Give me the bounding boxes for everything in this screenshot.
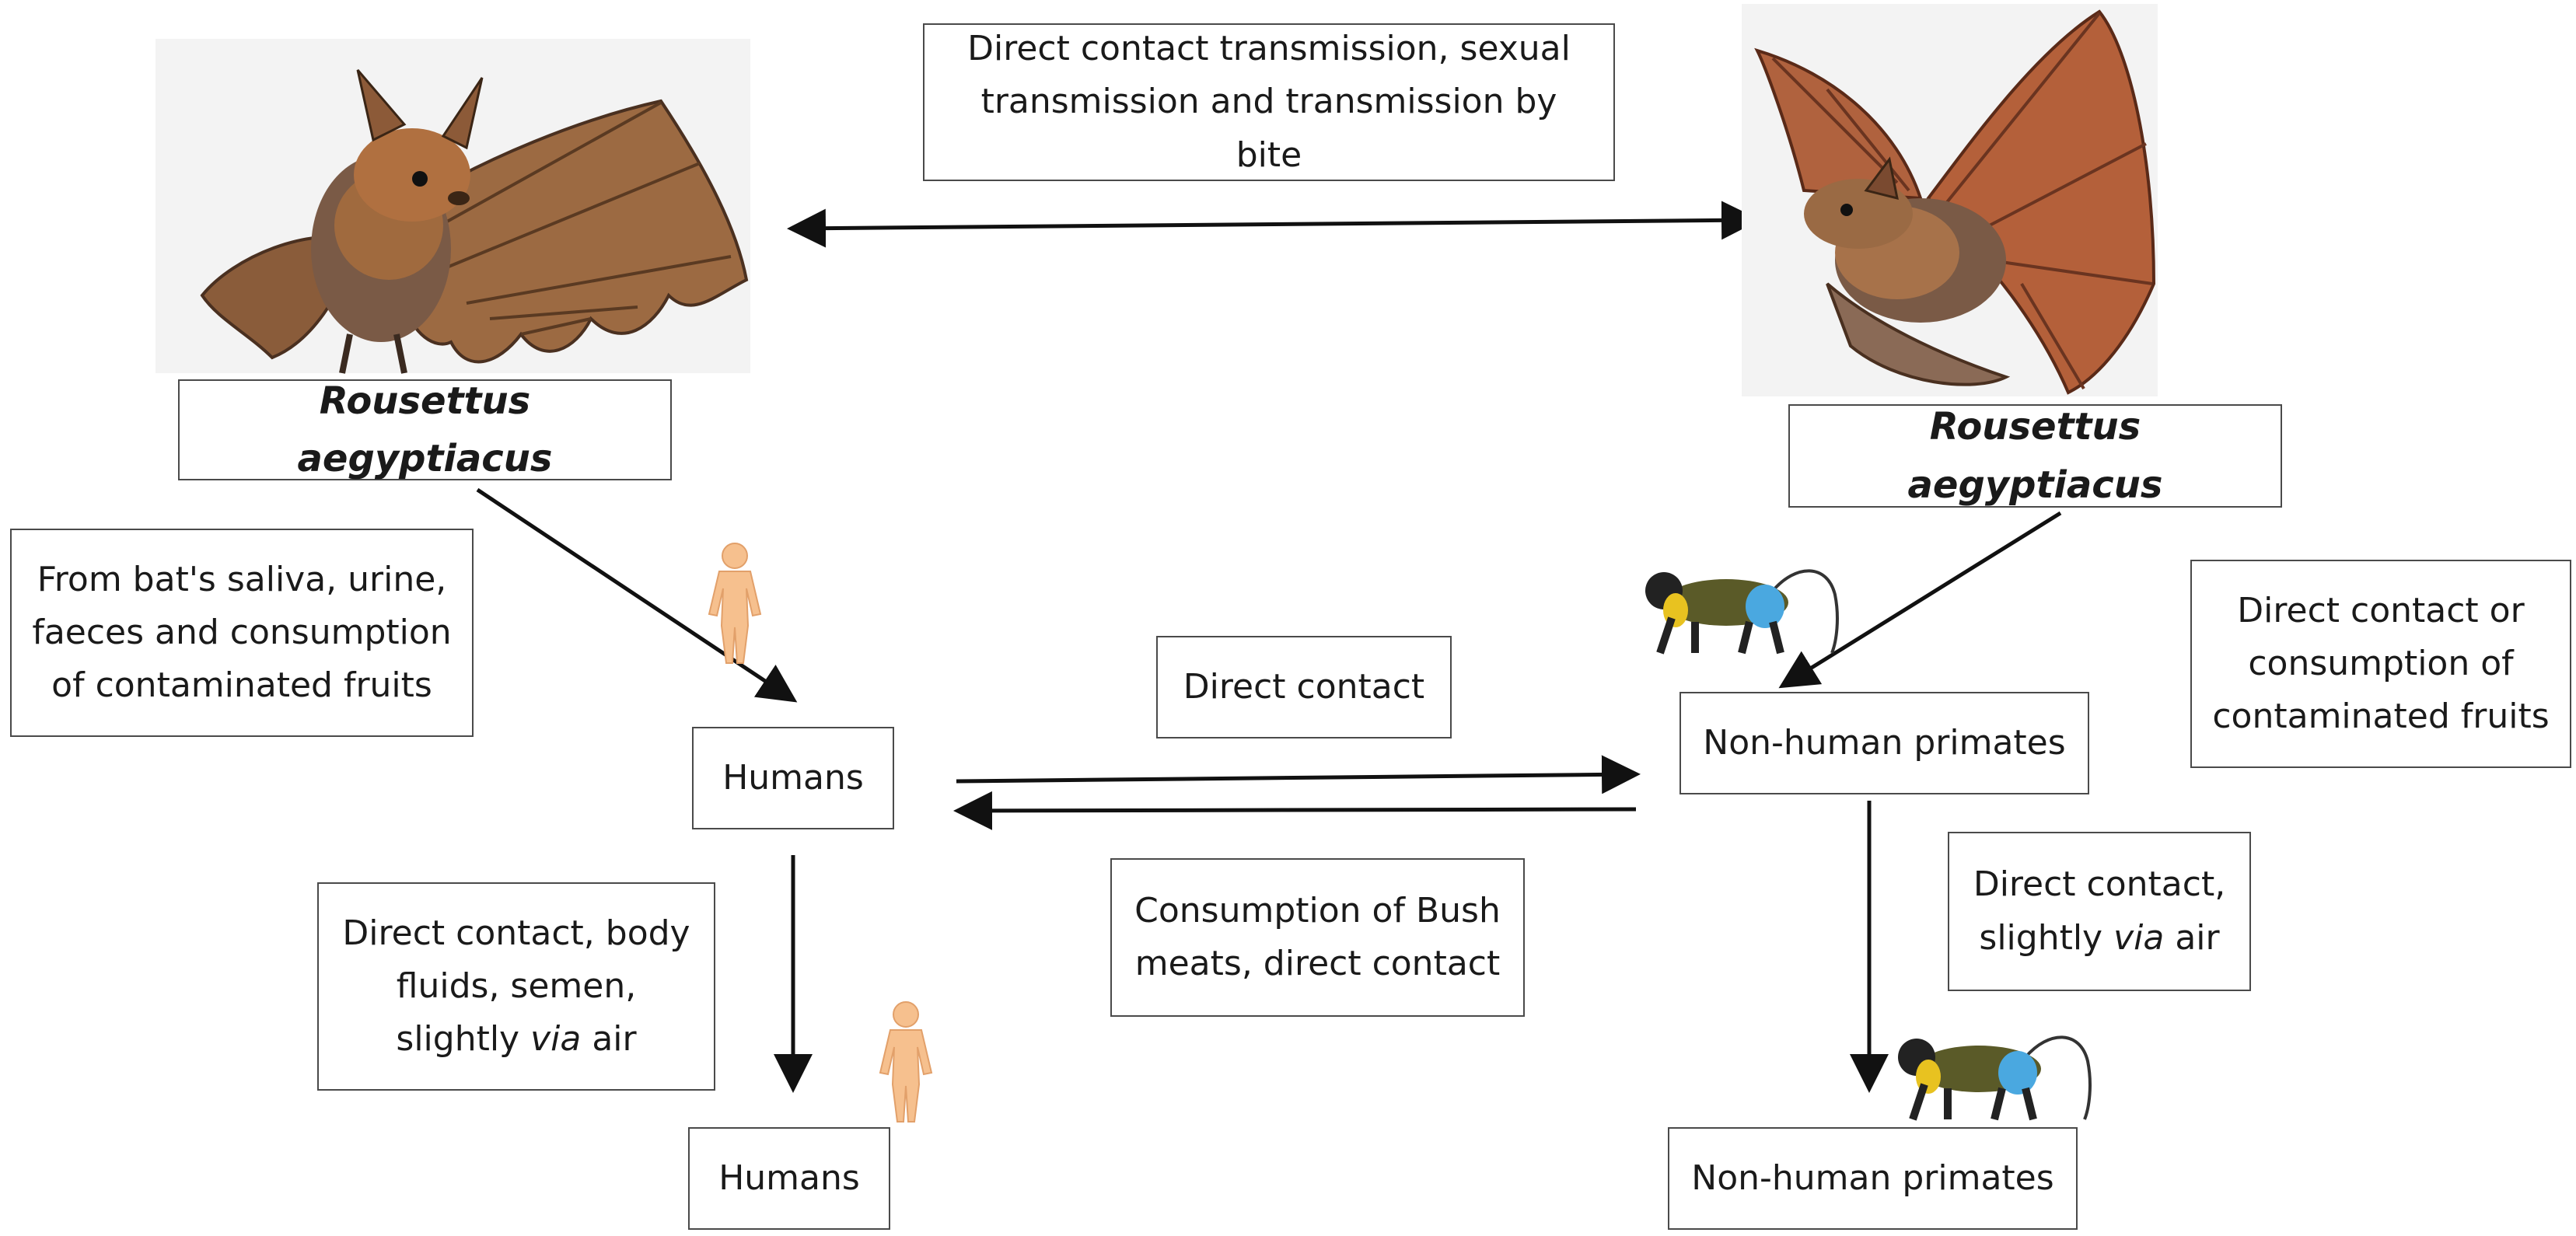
human-figure-icon (879, 1001, 933, 1123)
edge-label-italic: via (2113, 917, 2165, 958)
node-label: Rousettus aegyptiacus (1907, 405, 2163, 507)
arrow-primates-to-humans (953, 791, 1637, 830)
edge-label-line: Direct contact, (1973, 864, 2226, 905)
node-humans-bottom: Humans (688, 1127, 890, 1230)
edge-label-bat-to-bat: Direct contact transmission, sexual tran… (923, 23, 1615, 181)
edge-label-line: faeces and consumption (32, 612, 452, 652)
node-bat-right: Rousettus aegyptiacus (1788, 404, 2282, 508)
node-bat-left: Rousettus aegyptiacus (178, 379, 672, 480)
node-label: Humans (722, 757, 864, 798)
edge-label-line: Direct contact, body (342, 913, 690, 953)
node-label: Non-human primates (1691, 1157, 2054, 1198)
edge-label-bat-to-humans: From bat's saliva, urine, faeces and con… (10, 529, 474, 737)
edge-label-line: Consumption of Bush (1134, 890, 1501, 930)
edge-label-primates-to-primates: Direct contact, slightly via air (1948, 832, 2251, 991)
edge-label-text: air (2164, 917, 2220, 958)
bat-illustration (156, 39, 750, 374)
edge-label-italic: via (530, 1019, 582, 1060)
human-figure-icon (708, 543, 762, 664)
edge-label-line: contaminated fruits (2212, 697, 2550, 737)
monkey-icon (1645, 569, 1839, 655)
edge-label-text: air (581, 1019, 637, 1060)
edge-label-line: fluids, semen, (396, 965, 637, 1006)
edge-label-line: meats, direct contact (1134, 944, 1501, 983)
edge-label-bat-to-primates: Direct contact or consumption of contami… (2190, 560, 2571, 768)
node-primates-bottom: Non-human primates (1668, 1127, 2078, 1230)
edge-label-line: From bat's saliva, urine, (37, 559, 447, 599)
node-label: Humans (718, 1157, 860, 1198)
bat-illustration (1742, 4, 2158, 396)
edge-label-line: consumption of (2248, 643, 2514, 683)
arrow-bat-bat (787, 201, 1760, 248)
edge-label-line: transmission and transmission by bite (980, 82, 1557, 175)
edge-label-primates-to-humans: Consumption of Bush meats, direct contac… (1110, 858, 1525, 1017)
edge-label-line: Direct contact transmission, sexual (967, 29, 1571, 69)
edge-label-line: Direct contact (1183, 666, 1425, 707)
edge-label-line: slightly via air (1973, 912, 2225, 965)
edge-label-line: of contaminated fruits (51, 665, 432, 706)
edge-label-line: Direct contact or (2237, 590, 2525, 630)
arrow-humans-to-primates (956, 755, 1641, 794)
edge-label-humans-to-primates: Direct contact (1156, 636, 1452, 738)
node-label: Non-human primates (1703, 722, 2066, 763)
node-label: Rousettus aegyptiacus (297, 379, 553, 480)
edge-label-humans-to-humans: Direct contact, body fluids, semen, slig… (317, 882, 715, 1091)
edge-label-line: slightly via air (342, 1013, 690, 1066)
edge-label-text: slightly (1979, 917, 2114, 958)
edge-label-text: slightly (396, 1019, 531, 1060)
node-primates-top: Non-human primates (1679, 692, 2089, 794)
node-humans-top: Humans (692, 727, 894, 829)
monkey-icon (1898, 1035, 2092, 1121)
arrow-bat-to-primates (1778, 511, 2062, 689)
